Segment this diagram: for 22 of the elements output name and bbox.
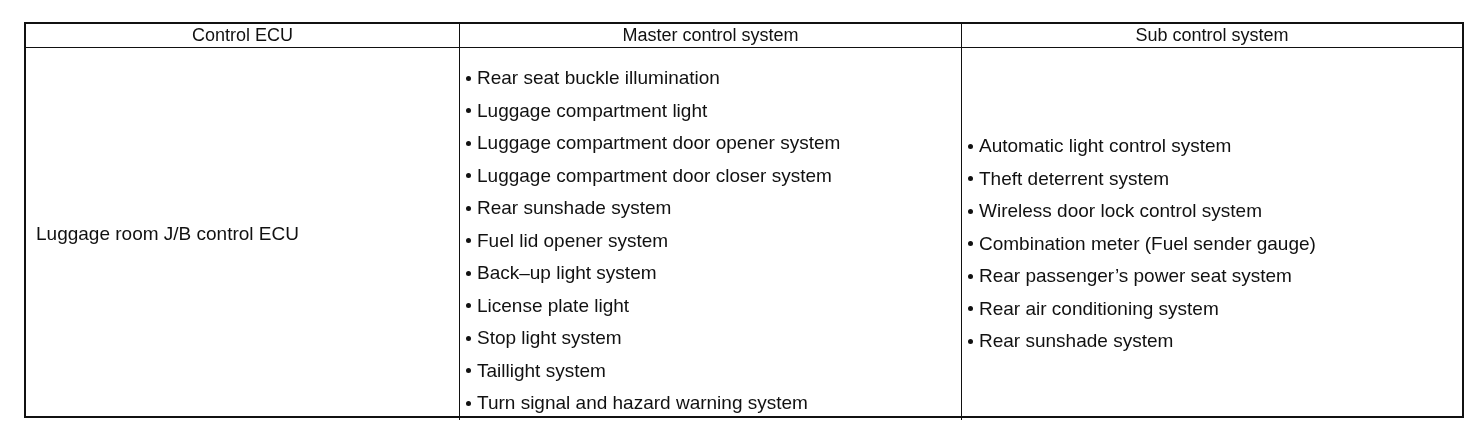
table-cell-text: Rear sunshade system	[979, 330, 1174, 353]
table-cell-text: Wireless door lock control system	[979, 200, 1262, 223]
table-cell-text: Rear passenger’s power seat system	[979, 265, 1292, 288]
table-cell-text: Luggage room J/B control ECU	[36, 222, 300, 245]
table-cell-text: Automatic light control system	[979, 135, 1232, 158]
table-cell-text: Theft deterrent system	[979, 167, 1170, 190]
table-cell-text: Fuel lid opener system	[477, 229, 669, 252]
column-header: Master control system	[460, 24, 962, 48]
table-cell-text: Luggage compartment door closer system	[477, 164, 832, 187]
table-cell-text: Rear seat buckle illumination	[477, 67, 720, 90]
table-cell-text: Stop light system	[477, 327, 622, 350]
table-cell-text: Taillight system	[477, 359, 606, 382]
table-cell-text: Luggage compartment light	[477, 99, 708, 122]
table-cell-text: License plate light	[477, 294, 630, 317]
table-cell-text: Rear air conditioning system	[979, 297, 1219, 320]
table-cell-text: Turn signal and hazard warning system	[477, 392, 808, 415]
table-cell-text: Luggage compartment door opener system	[477, 132, 841, 155]
column-header: Sub control system	[962, 24, 1462, 48]
table-cell-text: Rear sunshade system	[477, 197, 672, 220]
table-cell-text: Combination meter (Fuel sender gauge)	[979, 232, 1316, 255]
column-header: Control ECU	[26, 24, 460, 48]
table-cell-text: Back–up light system	[477, 262, 657, 285]
